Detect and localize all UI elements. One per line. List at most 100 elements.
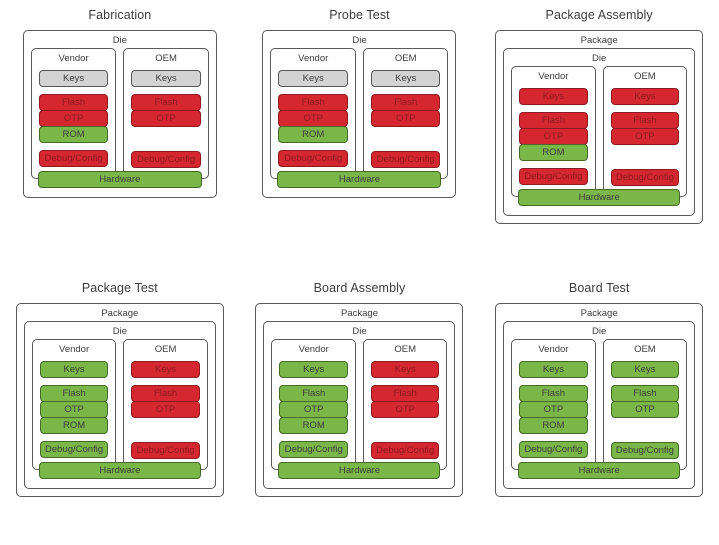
die-label: Die [352,325,367,337]
block-otp-oem: OTP [131,110,201,127]
hardware-bar-wrap: Hardware [271,461,447,479]
block-debug-config-vendor: Debug/Config [519,168,588,185]
block-debug-config-vendor: Debug/Config [279,440,348,458]
block-otp-vendor: OTP [519,400,588,418]
debug-wrap-oem: Debug/Config [610,169,680,186]
block-debug-config-vendor: Debug/Config [519,440,588,458]
column-label-vendor: Vendor [298,53,329,64]
block-keys-oem: Keys [610,88,680,105]
block-otp-oem: OTP [370,110,441,127]
die-label: Die [112,325,127,337]
debug-wrap-oem: Debug/Config [370,151,441,168]
die-bottom-pad [511,479,687,488]
block-debug-config-oem: Debug/Config [131,151,201,168]
block-hardware: Hardware [277,171,442,188]
block-flash-vendor: Flash [279,384,348,402]
column-label-vendor: Vendor [538,343,569,355]
block-otp-vendor: OTP [278,110,348,127]
die-bottom-pad [32,479,208,488]
block-empty-slot-oem [611,145,680,162]
block-otp-vendor: OTP [279,400,348,418]
die-label: Die [112,35,127,46]
block-debug-config-oem: Debug/Config [610,441,680,459]
block-hardware: Hardware [38,461,201,479]
stage-title: Board Test [568,280,630,295]
block-keys-vendor: Keys [519,88,588,105]
die-bottom-pad [270,188,448,197]
die-label: Die [592,325,607,337]
column-label-vendor: Vendor [298,343,329,355]
block-otp-oem: OTP [610,400,680,418]
die-bottom-pad [511,206,687,215]
block-hardware: Hardware [37,171,202,188]
debug-wrap-oem: Debug/Config [610,441,680,459]
block-otp-oem: OTP [610,128,680,145]
block-flash-vendor: Flash [519,384,588,402]
die-label: Die [352,35,367,46]
block-debug-config-vendor: Debug/Config [278,150,348,167]
debug-wrap-oem: Debug/Config [370,441,440,459]
package-label: Package [101,307,139,319]
stage-title: Board Assembly [313,280,406,295]
die-label: Die [592,53,607,64]
column-label-oem: OEM [154,343,177,355]
hardware-bar-wrap: Hardware [31,171,209,188]
block-flash-oem: Flash [370,94,441,111]
block-flash-vendor: Flash [278,94,348,111]
debug-wrap-oem: Debug/Config [131,151,201,168]
column-label-oem: OEM [155,53,177,64]
block-keys-vendor: Keys [519,360,588,378]
block-rom-vendor: ROM [278,126,348,143]
block-flash-oem: Flash [610,384,680,402]
debug-wrap-vendor: Debug/Config [519,168,588,185]
block-keys-vendor: Keys [38,70,109,87]
debug-wrap-oem: Debug/Config [131,441,200,459]
hardware-bar-wrap: Hardware [511,189,687,206]
block-keys-oem: Keys [370,360,440,378]
block-debug-config-oem: Debug/Config [131,441,200,459]
block-hardware: Hardware [518,189,681,206]
block-debug-config-oem: Debug/Config [370,441,440,459]
block-rom-vendor: ROM [39,416,109,434]
block-keys-oem: Keys [131,360,200,378]
block-keys-vendor: Keys [278,70,348,87]
package-label: Package [580,35,618,46]
block-otp-vendor: OTP [39,400,109,418]
block-keys-oem: Keys [610,360,680,378]
stage-title: Fabrication [88,8,152,22]
column-label-vendor: Vendor [58,53,89,64]
block-otp-oem: OTP [370,400,440,418]
block-hardware: Hardware [518,461,681,479]
block-flash-vendor: Flash [519,112,588,129]
